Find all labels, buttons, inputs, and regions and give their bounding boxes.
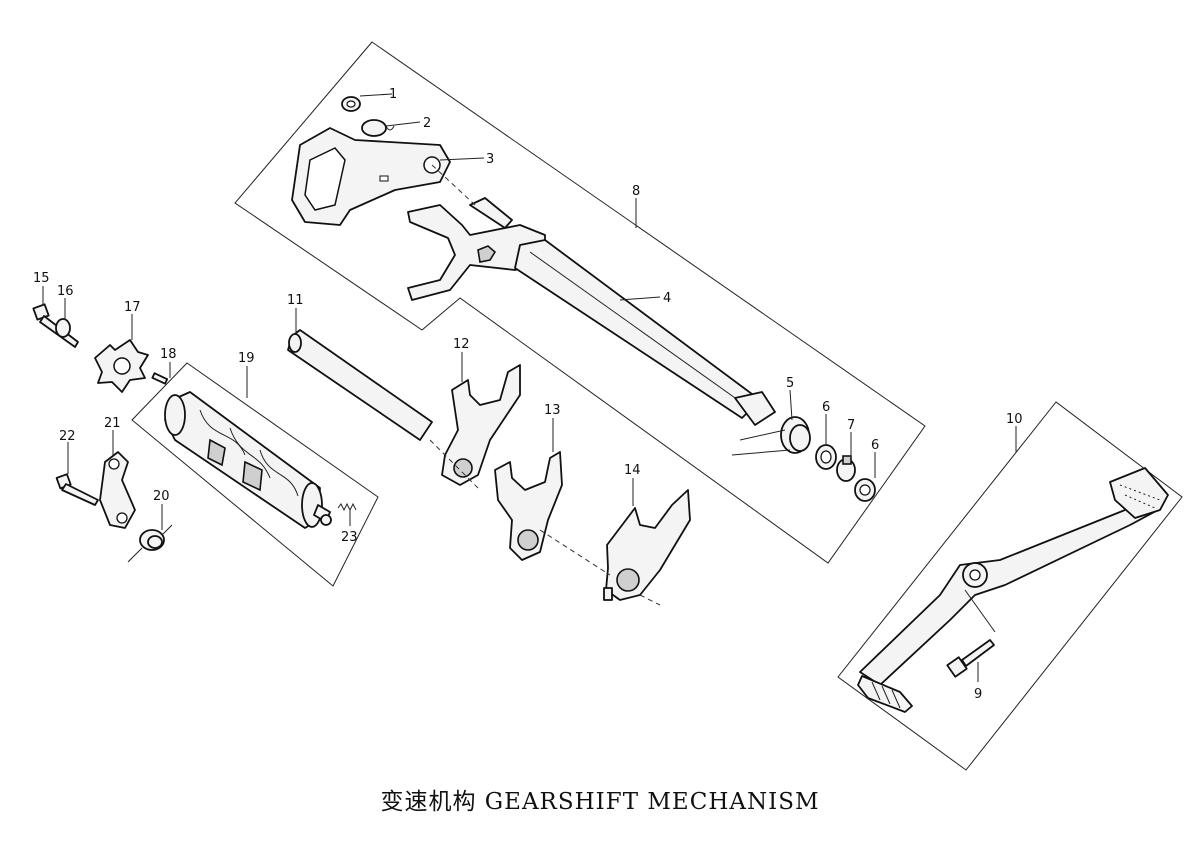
- callout-label: 10: [1006, 412, 1023, 427]
- part-star-plate: [94, 339, 149, 393]
- callout-label: 19: [238, 351, 255, 366]
- callout-leaders: [42, 93, 1017, 682]
- callout-label: 7: [847, 418, 855, 433]
- callout-label: 11: [287, 293, 304, 308]
- part-gearshift-shaft-assembly: [407, 197, 776, 426]
- part-shift-fork-1: [441, 364, 521, 486]
- shift-drum-group-frame: [131, 362, 379, 587]
- callout-label: 14: [624, 463, 641, 478]
- callout-label: 9: [974, 687, 982, 702]
- callout-label: 6: [822, 400, 830, 415]
- shift-shaft-group-frame: [234, 41, 926, 564]
- part-pin-18: [151, 372, 169, 385]
- callout-label: 18: [160, 347, 177, 362]
- callout-label: 6: [871, 438, 879, 453]
- callout-label: 21: [104, 416, 121, 431]
- pedal-bolt-leader: [964, 589, 996, 633]
- callout-label: 23: [341, 530, 358, 545]
- part-return-spring: [731, 416, 811, 456]
- fork-axis-line: [429, 439, 661, 606]
- callout-label: 2: [423, 116, 431, 131]
- kick-pedal-group-frame: [837, 401, 1183, 771]
- callout-label: 3: [486, 152, 494, 167]
- callout-label: 13: [544, 403, 561, 418]
- part-spring-small: [361, 119, 395, 137]
- part-shift-fork-2: [494, 451, 563, 561]
- part-shift-fork-3: [603, 489, 691, 601]
- part-circlip-shaft: [836, 455, 856, 482]
- part-gearshift-pedal: [857, 467, 1169, 713]
- part-fork-shaft-rod: [287, 329, 433, 441]
- callout-label: 17: [124, 300, 141, 315]
- callout-label: 1: [389, 87, 397, 102]
- callout-label: 15: [33, 271, 50, 286]
- part-pedal-bolt: [946, 639, 995, 678]
- callout-label: 4: [663, 291, 671, 306]
- part-spring-23: [337, 502, 357, 512]
- callout-label: 8: [632, 184, 640, 199]
- diagram-caption: 变速机构 GEARSHIFT MECHANISM: [380, 789, 820, 815]
- assembly-axis-line: [431, 164, 476, 206]
- part-washer-16: [55, 318, 71, 338]
- part-circlip: [341, 96, 361, 112]
- callout-label: 16: [57, 284, 74, 299]
- part-washer: [815, 444, 837, 470]
- callout-label: 20: [153, 489, 170, 504]
- callout-label: 12: [453, 337, 470, 352]
- callout-label: 5: [786, 376, 794, 391]
- part-bolt-22: [55, 473, 99, 506]
- callout-label: 22: [59, 429, 76, 444]
- part-stopper-arm: [99, 451, 136, 529]
- part-stopper-spring: [127, 524, 173, 563]
- part-shift-drum: [164, 391, 332, 529]
- part-washer: [854, 478, 876, 502]
